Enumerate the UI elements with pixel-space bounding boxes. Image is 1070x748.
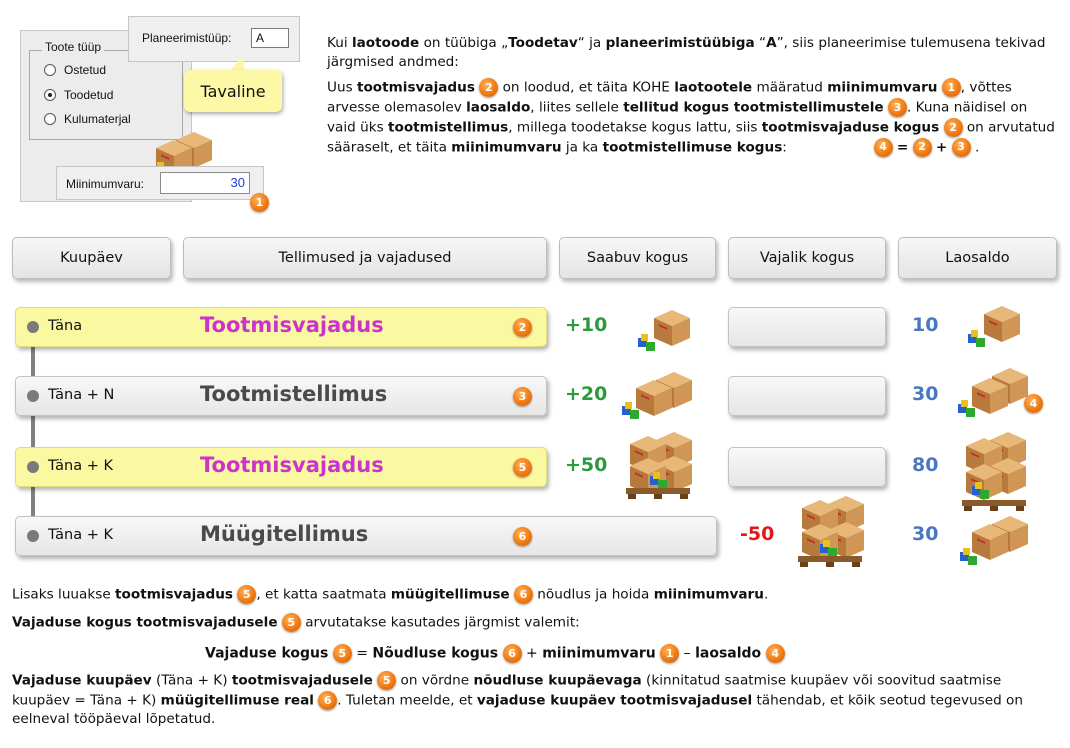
badge-3: 3 [951,137,971,157]
badge-5: 5 [332,644,352,663]
badge-5: 5 [237,585,257,604]
row-balance: 30 [912,523,939,545]
stock-boxes-icon [968,306,1020,347]
row-required: -50 [740,523,775,545]
badge-4: 4 [873,137,893,157]
intro-paragraph-1: Kui laotoode on tüübiga „Toodetav“ ja pl… [327,35,1046,71]
min-stock-label: Miinimumvaru: [66,177,145,191]
product-type-group [29,50,183,140]
row-order: Müügitellimus [200,522,369,546]
radio-label: Toodetud [64,88,114,102]
row-incoming: +10 [565,314,608,336]
radio-circle[interactable] [44,64,56,76]
planning-type-callout: Tavaline [184,70,282,112]
timeline-dot [27,321,39,333]
badge-1: 1 [660,644,680,663]
min-stock-input[interactable]: 30 [160,172,250,194]
boxes-icon [638,310,690,351]
timeline-dot [27,461,39,473]
badge-3: 3 [887,98,907,118]
badge-4: 4 [765,644,785,663]
formula-line: Vajaduse kogus 5 = Nõudluse kogus 6 + mi… [205,644,785,664]
badge-5: 5 [377,671,397,690]
header-incoming: Saabuv kogus [559,237,716,279]
bottom-line-1: Lisaks luuakse tootmisvajadus 5, et katt… [12,585,769,604]
badge-2: 2 [943,117,963,137]
row-required-empty [728,447,886,487]
row-order: Tootmistellimus [200,382,388,406]
badge-6: 6 [513,527,532,546]
intro-paragraph-2: Uus tootmisvajadus 2 on loodud, et täita… [327,78,1055,157]
row-today-k-production [15,447,547,487]
row-incoming: +50 [565,454,608,476]
pallet-boxes-icon [626,432,692,499]
pallet-stock-icon [962,432,1026,511]
badge-1: 1 [941,78,961,98]
bottom-line-2: Vajaduse kogus tootmisvajadusele 5 arvut… [12,613,580,632]
badge-2: 2 [479,78,499,98]
pallet-boxes-icon [798,496,864,567]
row-today-k-sales [15,516,717,556]
badge-5: 5 [281,613,301,632]
timeline-dot [27,530,39,542]
row-today [15,307,547,347]
stock-boxes-icon [958,368,1028,417]
row-order: Tootmisvajadus [200,453,384,477]
row-date: Täna + N [48,387,115,403]
header-required: Vajalik kogus [728,237,886,279]
badge-6: 6 [318,690,338,710]
row-balance: 80 [912,454,939,476]
header-balance: Laosaldo [898,237,1057,279]
badge-4: 4 [1024,394,1043,413]
planning-type-input[interactable]: A [251,28,289,48]
row-required-empty [728,307,886,347]
badge-1: 1 [250,193,269,212]
badge-3: 3 [513,387,532,406]
planning-type-label: Planeerimistüüp: [142,31,232,45]
row-date: Täna + K [48,527,114,543]
header-orders: Tellimused ja vajadused [183,237,547,279]
radio-toodetud[interactable]: Toodetud [44,88,113,102]
row-balance: 30 [912,383,939,405]
row-date: Täna + K [48,458,114,474]
row-today-n [15,376,547,416]
badge-6: 6 [513,585,533,604]
row-order: Tootmisvajadus [200,313,384,337]
radio-label: Ostetud [64,63,107,77]
stock-boxes-icon [960,516,1028,565]
intro-text: Kui laotoode on tüübiga „Toodetav“ ja pl… [327,34,1057,163]
radio-kulumaterjal[interactable]: Kulumaterjal [44,112,131,126]
row-required-empty [728,376,886,416]
badge-2: 2 [912,137,932,157]
badge-6: 6 [502,644,522,663]
badge-2: 2 [513,318,532,337]
timeline-dot [27,390,39,402]
boxes-icon [622,372,692,419]
row-incoming: +20 [565,383,608,405]
badge-5: 5 [513,458,532,477]
timeline-line [31,327,35,537]
row-date: Täna [48,318,83,334]
radio-label: Kulumaterjal [64,112,131,126]
radio-circle-selected[interactable] [44,89,56,101]
radio-circle[interactable] [44,113,56,125]
radio-ostetud[interactable]: Ostetud [44,63,106,77]
bottom-line-4: Vajaduse kuupäev (Täna + K) tootmisvajad… [12,671,1023,728]
row-balance: 10 [912,314,939,336]
product-type-group-title: Toote tüüp [42,40,105,54]
header-date: Kuupäev [12,237,171,279]
